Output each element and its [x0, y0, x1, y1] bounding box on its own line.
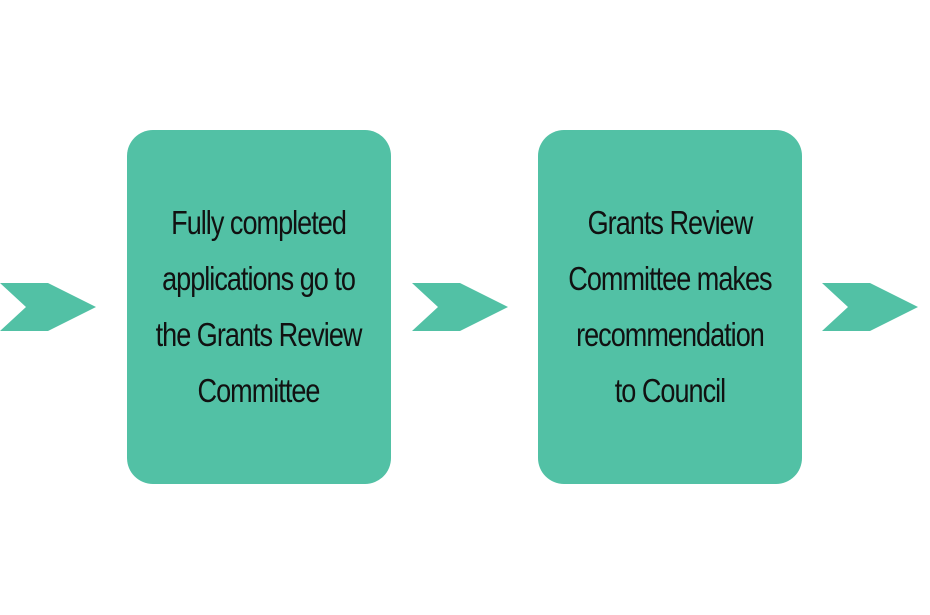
step-text: Grants Review Committee makes recommenda… [568, 195, 772, 419]
step-box-recommendation: Grants Review Committee makes recommenda… [538, 130, 802, 484]
step-text-line: Committee makes [568, 260, 772, 297]
step-text-line: Fully completed [171, 204, 348, 241]
step-text-line: to Council [614, 372, 726, 409]
chevron-right-icon [0, 283, 96, 331]
step-text-line: Grants Review [587, 204, 754, 241]
step-box-applications: Fully completed applications go to the G… [127, 130, 391, 484]
step-text-line: Committee [198, 372, 321, 409]
step-text: Fully completed applications go to the G… [156, 195, 363, 419]
step-text-line: applications go to [162, 260, 357, 297]
step-text-line: recommendation [576, 316, 765, 353]
chevron-right-icon [412, 283, 508, 331]
step-text-line: the Grants Review [156, 316, 363, 353]
chevron-right-icon [822, 283, 918, 331]
